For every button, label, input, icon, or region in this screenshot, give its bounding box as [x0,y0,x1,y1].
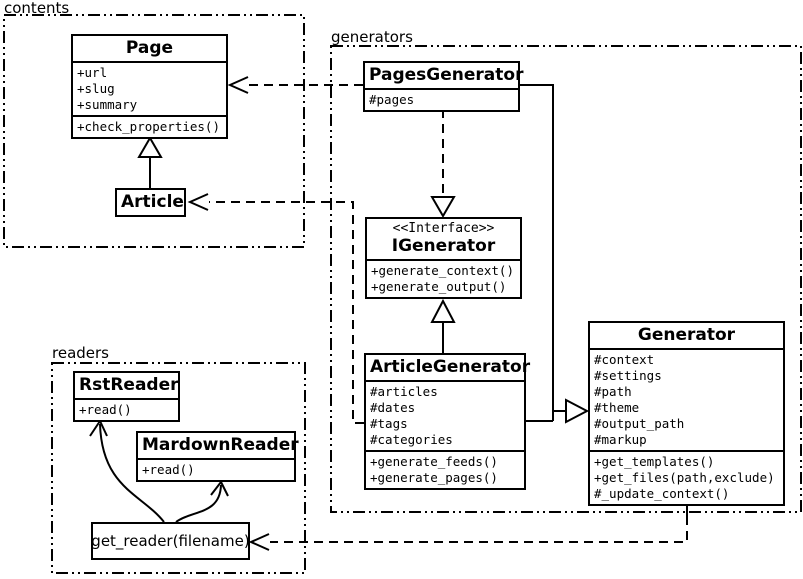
member-line: +get_files(path,exclude) [594,470,775,485]
package-border-readers [51,362,306,574]
class-igenerator[interactable]: <<Interface>> IGenerator +generate_conte… [365,217,522,299]
package-label-contents: contents [4,0,70,17]
member-line: #theme [594,400,640,415]
class-pagesgenerator-title: PagesGenerator [369,65,524,85]
package-border-generators [330,45,802,513]
package-label-generators: generators [331,28,413,46]
member-line: +url [77,65,108,80]
class-igenerator-name: IGenerator [391,236,496,256]
member-line: #output_path [594,416,685,431]
member-line: +slug [77,81,115,96]
member-line: #dates [370,400,416,415]
class-pagesgenerator-attributes: #pages [365,88,518,110]
edge-generator-depends-getreader [270,516,688,543]
edge-getreader-to-mardownreader [175,484,222,523]
member-line: #articles [370,384,438,399]
getreader-label: get_reader(filename) [91,532,250,550]
arrowhead-dependency-getreader [248,533,270,551]
arrowhead-realization-igenerator [430,196,456,218]
edge-pagesgenerator-generalizes-generator [520,84,554,421]
class-generator-methods: +get_templates()+get_files(path,exclude)… [590,450,783,504]
member-line: #context [594,352,655,367]
member-line: #settings [594,368,662,383]
class-page-title: Page [125,38,174,58]
member-line: +read() [79,402,132,417]
class-mardownreader[interactable]: MardownReader +read() [136,431,299,482]
arrowhead-generalization-generator [565,398,590,424]
member-line: +generate_context() [371,263,514,278]
class-igenerator-title: <<Interface>> IGenerator [367,219,520,259]
class-page-methods: +check_properties() [73,115,226,137]
class-page[interactable]: Page +url+slug+summary +check_properties… [71,34,228,139]
member-line: #pages [369,92,415,107]
package-border-contents [3,14,305,248]
member-line: +generate_output() [371,279,507,294]
arrowhead-dependency-article [187,193,209,211]
class-igenerator-stereotype: <<Interface>> [392,221,495,236]
member-line: #markup [594,432,647,447]
class-generator[interactable]: Generator #context#settings#path#theme#o… [588,321,785,506]
member-line: #categories [370,432,453,447]
class-pagesgenerator[interactable]: PagesGenerator #pages [363,61,524,112]
member-line: +summary [77,97,138,112]
arrowhead-rstreader [89,420,108,437]
class-article[interactable]: Article [115,188,186,217]
package-label-readers: readers [52,344,109,362]
arrowhead-dependency-page [227,76,249,94]
member-line: #_update_context() [594,486,730,501]
class-rstreader-title: RstReader [79,375,179,395]
class-rstreader[interactable]: RstReader +read() [73,371,180,422]
member-line: +get_templates() [594,454,715,469]
class-page-attributes: +url+slug+summary [73,61,226,115]
class-articlegenerator-attributes: #articles#dates#tags#categories [366,380,524,450]
member-line: +read() [142,462,195,477]
edge-getreader-to-rstreader [99,423,165,523]
arrowhead-generalization-igenerator [430,298,456,323]
class-generator-title: Generator [637,325,736,345]
class-mardownreader-title: MardownReader [142,435,299,455]
member-line: #tags [370,416,408,431]
member-line: +check_properties() [77,119,220,134]
arrowhead-generalization-page [137,136,163,158]
class-article-title: Article [121,192,184,212]
arrowhead-mardownreader [210,481,229,497]
class-articlegenerator-title: ArticleGenerator [370,357,531,377]
member-line: +generate_pages() [370,470,498,485]
class-mardownreader-methods: +read() [138,458,294,480]
class-generator-attributes: #context#settings#path#theme#output_path… [590,348,783,450]
member-line: #path [594,384,632,399]
class-igenerator-methods: +generate_context()+generate_output() [367,259,520,297]
class-articlegenerator-methods: +generate_feeds()+generate_pages() [366,450,524,488]
member-line: +generate_feeds() [370,454,498,469]
getreader-box[interactable]: get_reader(filename) [91,522,250,560]
class-rstreader-methods: +read() [75,398,178,420]
class-articlegenerator[interactable]: ArticleGenerator #articles#dates#tags#ca… [364,353,531,490]
edge-articlegenerator-depends-article [209,201,364,424]
